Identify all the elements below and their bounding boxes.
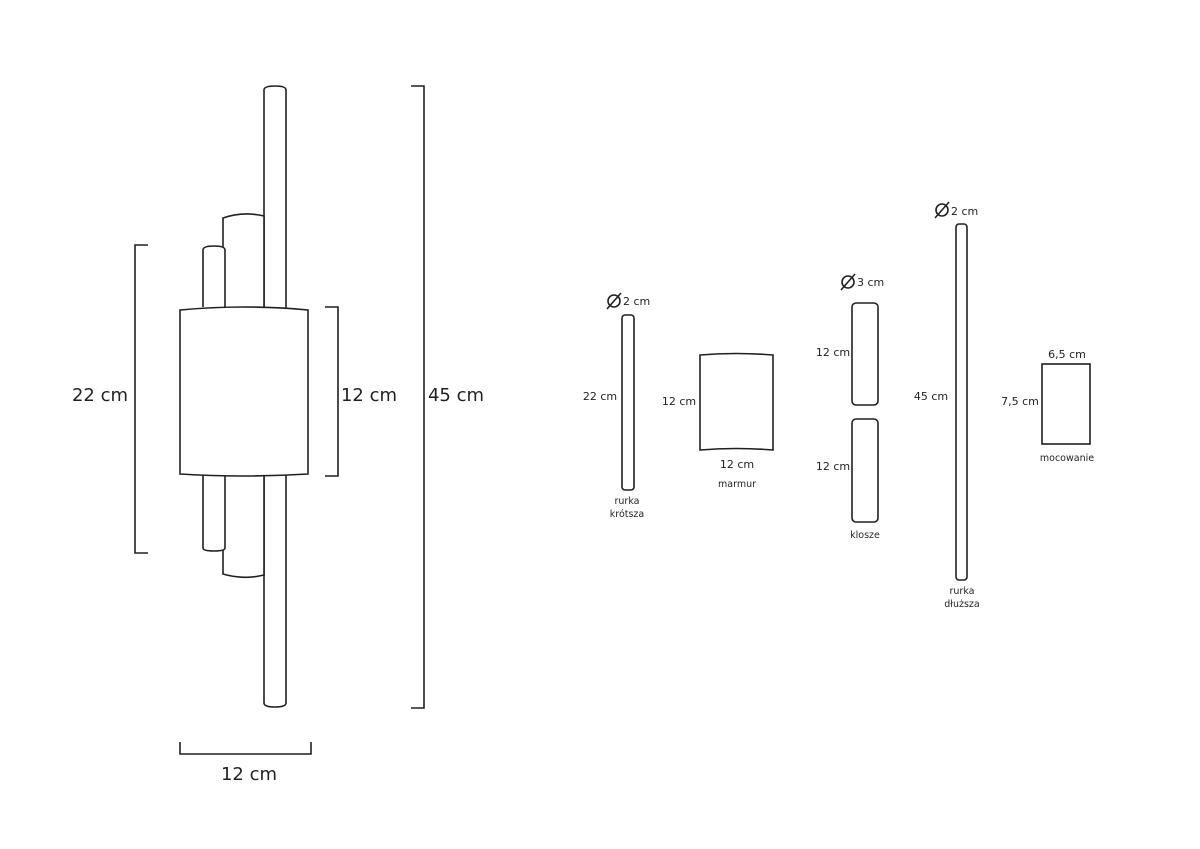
diameter-icon: [840, 273, 856, 291]
short-tube-length: 22 cm: [583, 390, 617, 403]
part-shades: 3 cm 12 cm 12 cm klosze: [816, 273, 884, 541]
marble-label: marmur: [718, 479, 756, 490]
part-long-tube: 2 cm 45 cm rurka dłuższa: [914, 201, 980, 610]
marble-shape: [699, 352, 774, 451]
short-tube-diameter: 2 cm: [623, 295, 650, 308]
bracket-12cm-height: [325, 306, 339, 477]
shade-top-shape: [851, 302, 879, 406]
long-tube-shape: [955, 223, 968, 581]
label-height-tubes: 22 cm: [72, 385, 128, 406]
long-rod: [263, 85, 287, 708]
shades-label: klosze: [850, 530, 880, 541]
bracket-22cm: [134, 244, 148, 554]
short-tube-shape: [621, 314, 635, 491]
long-tube-label-1: rurka: [950, 586, 975, 597]
mount-label: mocowanie: [1040, 453, 1094, 464]
mount-shape: [1041, 363, 1091, 445]
dimension-brackets: [134, 85, 425, 755]
part-marble: 12 cm 12 cm marmur: [662, 352, 774, 490]
long-tube-diameter: 2 cm: [951, 205, 978, 218]
diameter-icon: [606, 292, 622, 310]
assembled-lamp: [179, 85, 309, 708]
back-tube-top: [222, 213, 265, 307]
back-tube-bottom: [222, 475, 265, 579]
shade-top-height: 12 cm: [816, 346, 850, 359]
shade-cylinder: [179, 306, 309, 477]
long-tube-label-2: dłuższa: [944, 599, 980, 610]
part-short-tube: 2 cm 22 cm rurka krótsza: [583, 292, 650, 520]
shade-bottom-shape: [851, 418, 879, 523]
label-height-total: 45 cm: [428, 385, 484, 406]
bracket-12cm-width: [179, 742, 312, 755]
label-height-shade: 12 cm: [341, 385, 397, 406]
mount-height: 7,5 cm: [1001, 395, 1039, 408]
marble-width: 12 cm: [720, 458, 754, 471]
short-tube-bottom: [202, 475, 226, 552]
marble-height: 12 cm: [662, 395, 696, 408]
shade-bottom-height: 12 cm: [816, 460, 850, 473]
part-mount: 6,5 cm 7,5 cm mocowanie: [1001, 348, 1094, 464]
short-tube-label-1: rurka: [615, 496, 640, 507]
bracket-45cm: [411, 85, 425, 709]
mount-width: 6,5 cm: [1048, 348, 1086, 361]
short-tube-top: [202, 245, 226, 307]
label-width: 12 cm: [221, 764, 277, 785]
shades-diameter: 3 cm: [857, 276, 884, 289]
long-tube-length: 45 cm: [914, 390, 948, 403]
short-tube-label-2: krótsza: [610, 509, 645, 520]
diameter-icon: [934, 201, 950, 219]
